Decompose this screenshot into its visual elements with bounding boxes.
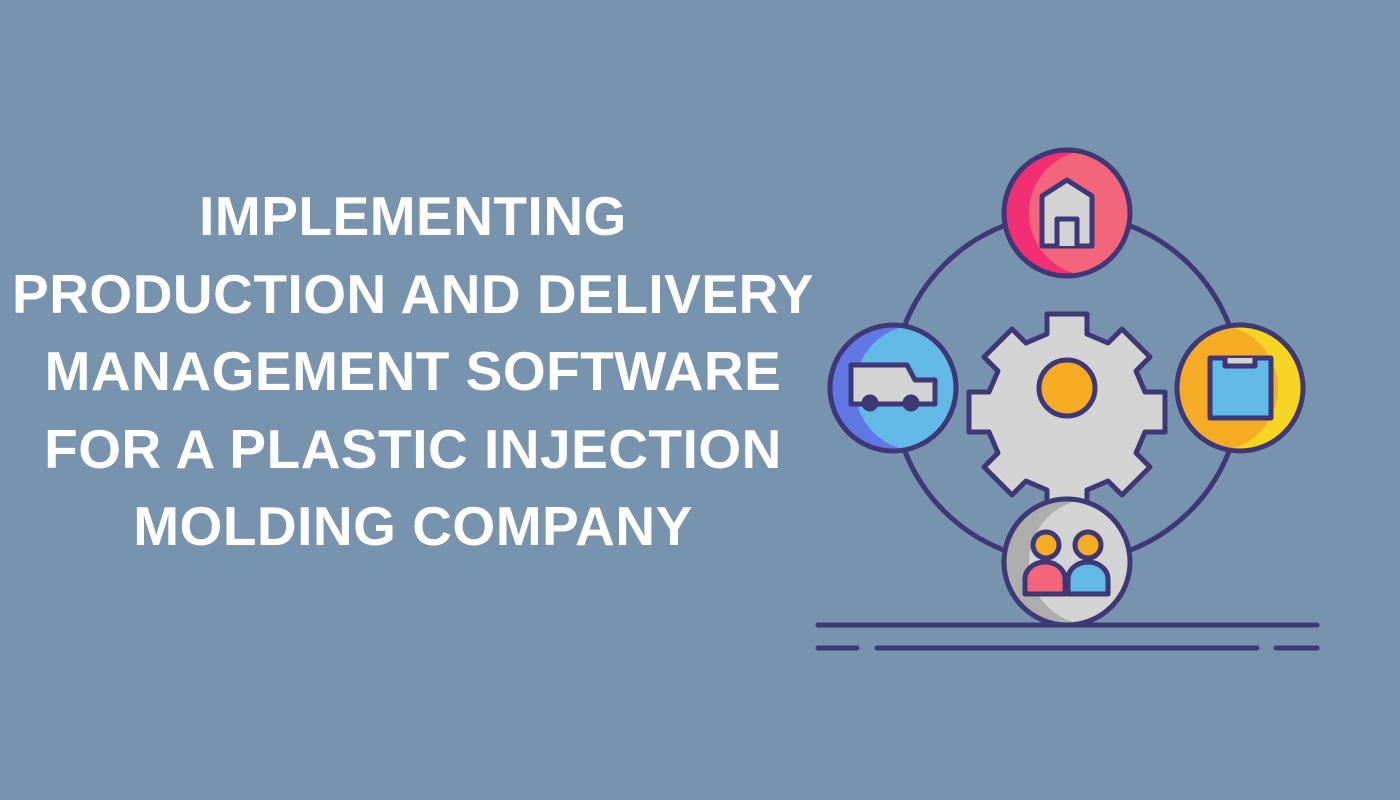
warehouse-icon xyxy=(1039,177,1095,249)
headline: IMPLEMENTING PRODUCTION AND DELIVERY MAN… xyxy=(0,178,826,566)
package-node xyxy=(1174,322,1306,454)
team-node xyxy=(1001,496,1133,628)
team-people-icon xyxy=(1022,529,1111,597)
headline-line-5: MOLDING COMPANY xyxy=(133,495,693,557)
headline-line-3: MANAGEMENT SOFTWARE xyxy=(44,340,782,402)
warehouse-node xyxy=(1001,147,1133,279)
gear-icon xyxy=(966,311,1168,513)
package-box-icon xyxy=(1207,355,1274,421)
headline-line-4: FOR A PLASTIC INJECTION xyxy=(44,417,782,480)
delivery-node xyxy=(827,322,959,454)
headline-line-1: IMPLEMENTING xyxy=(199,185,627,247)
headline-line-2: PRODUCTION AND DELIVERY xyxy=(12,262,814,325)
ground-lines xyxy=(815,622,1320,651)
delivery-van-icon xyxy=(848,362,938,412)
